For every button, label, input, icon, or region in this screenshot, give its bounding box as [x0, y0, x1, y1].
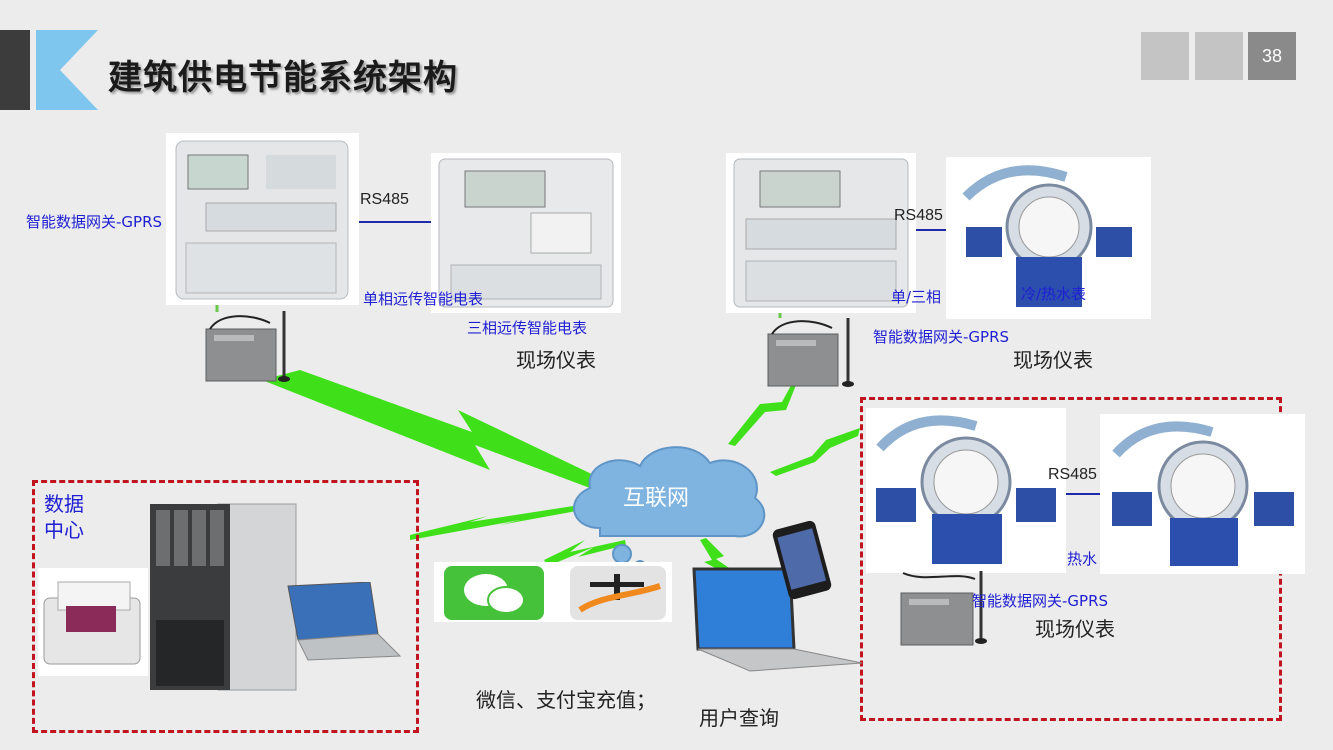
user-query-label: 用户查询	[699, 706, 779, 730]
wechat-icon	[444, 566, 544, 620]
water-meter-icon	[962, 165, 1132, 307]
alipay-icon	[570, 566, 666, 620]
page-number: 38	[1248, 32, 1296, 80]
right-gateway-device-icon	[767, 318, 854, 387]
data-center-label: 数据 中心	[44, 491, 84, 543]
lightning-left-gateway	[262, 370, 600, 488]
electric-meter-icon	[733, 158, 909, 308]
right-gateway-label: 智能数据网关-GPRS	[873, 328, 1010, 346]
single-phase-meter-label: 单相远传智能电表	[363, 290, 484, 308]
left-gateway-device-icon	[205, 311, 290, 382]
header-chevron-icon	[36, 30, 98, 110]
data-center-dashed-box	[32, 480, 419, 733]
page-title: 建筑供电节能系统架构	[108, 58, 458, 98]
printer-image	[38, 568, 148, 676]
page-nav-box-2	[1195, 32, 1243, 80]
single-phase-meter-icon	[175, 140, 349, 300]
left-rs485-label: RS485	[360, 191, 409, 208]
water-meter-image-1	[866, 408, 1066, 573]
left-field-label: 现场仪表	[516, 348, 596, 372]
right-rs485-label: RS485	[894, 207, 943, 224]
payment-label: 微信、支付宝充值；	[476, 688, 656, 712]
water-rs485-label: RS485	[1048, 466, 1097, 483]
page-nav-box-1	[1141, 32, 1189, 80]
left-gateway-label: 智能数据网关-GPRS	[26, 213, 163, 231]
data-center-label-line1: 数据	[44, 492, 84, 516]
cold-hot-water-meter-label: 冷/热水表	[1021, 285, 1087, 303]
right-meter-image	[726, 153, 916, 313]
data-center-label-line2: 中心	[44, 518, 84, 542]
water-meter-icon	[876, 415, 1056, 564]
right-water-meter-image	[946, 157, 1151, 319]
laptop-user-icon	[692, 567, 863, 672]
laptop-datacenter-icon	[287, 582, 402, 661]
hot-water-label: 热水	[1067, 550, 1098, 568]
water-meter-icon	[1112, 421, 1294, 566]
single-three-phase-label: 单/三相	[891, 288, 942, 306]
lightning-wechat	[544, 540, 626, 566]
three-phase-meter-icon	[438, 158, 614, 308]
lightning-water-site	[770, 428, 860, 476]
lightning-datacenter	[410, 500, 615, 540]
three-phase-meter-label: 三相远传智能电表	[467, 319, 588, 337]
single-phase-meter-image	[166, 133, 359, 305]
internet-label: 互联网	[623, 486, 690, 511]
three-phase-meter-image	[431, 153, 621, 313]
header-dark-bar	[0, 30, 30, 110]
server-rack-icon	[150, 503, 297, 691]
water-field-label: 现场仪表	[1035, 617, 1115, 641]
right-field-label: 现场仪表	[1013, 348, 1093, 372]
smartphone-icon	[772, 520, 832, 600]
water-gateway-device-icon	[900, 571, 987, 646]
water-gateway-label: 智能数据网关-GPRS	[972, 592, 1109, 610]
water-meter-image-2	[1100, 414, 1305, 574]
printer-icon	[43, 581, 141, 665]
lightning-right-gateway	[728, 378, 798, 446]
